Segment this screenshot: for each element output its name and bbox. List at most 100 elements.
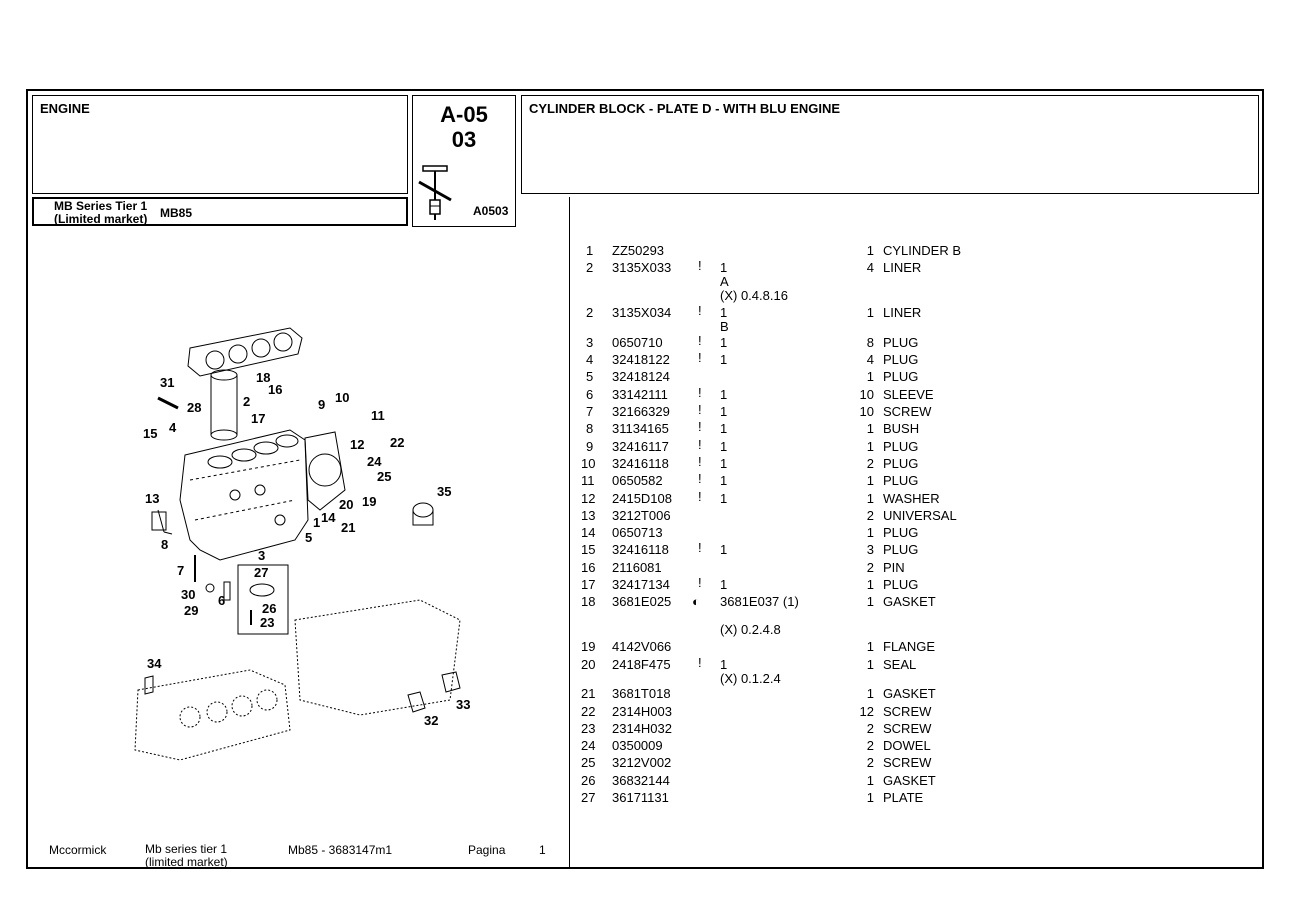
diagram-label: 27 [254, 565, 269, 580]
diagram-label: 33 [456, 697, 471, 712]
part-flag: ! [698, 419, 702, 434]
part-qty: 1 [866, 657, 874, 672]
part-flag: ! [698, 333, 702, 348]
diagram-label: 30 [181, 587, 196, 602]
part-code: 3681E025 [612, 594, 672, 609]
part-qty: 1 [866, 773, 874, 788]
part-note: 1 [720, 439, 728, 454]
code-box: A-05 03 A0503 [412, 95, 516, 227]
part-desc: PLUG [883, 577, 919, 592]
part-desc: FLANGE [883, 639, 936, 654]
part-desc: GASKET [883, 686, 936, 701]
part-code: 32418124 [612, 369, 670, 384]
part-code: 4142V066 [612, 639, 672, 654]
footer-page-number: 1 [539, 843, 546, 857]
exploded-engine-diagram [134, 327, 461, 761]
part-ref: 5 [586, 369, 594, 384]
part-qty: 12 [859, 704, 874, 719]
footer-page-label: Pagina [468, 843, 506, 857]
diagram-label: 2 [243, 394, 251, 409]
part-note: 3681E037 (1) [720, 594, 799, 609]
part-qty: 1 [866, 639, 874, 654]
diagram-label: 35 [437, 484, 452, 499]
part-code: 2314H032 [612, 721, 672, 736]
part-qty: 1 [866, 305, 874, 320]
diagram-label: 24 [367, 454, 382, 469]
part-flag: ! [698, 385, 702, 400]
series-line2: (Limited market) [54, 212, 148, 226]
replacement-icon: ◐ [692, 594, 700, 609]
part-ref: 27 [581, 790, 596, 805]
diagram-label: 3 [258, 548, 266, 563]
part-ref: 14 [581, 525, 596, 540]
part-qty: 4 [866, 352, 874, 367]
part-desc: GASKET [883, 773, 936, 788]
part-ref: 22 [581, 704, 596, 719]
part-code: 36171131 [612, 790, 669, 805]
part-desc: LINER [883, 305, 922, 320]
injector-icon [418, 165, 452, 220]
part-qty: 2 [866, 456, 874, 471]
diagram-label: 18 [256, 370, 271, 385]
part-qty: 1 [866, 439, 874, 454]
part-desc: SCREW [883, 721, 932, 736]
diagram-label: 1 [313, 515, 321, 530]
part-code: 0650710 [612, 335, 663, 350]
part-qty: 10 [859, 404, 874, 419]
part-flag: ! [698, 454, 702, 469]
part-qty: 1 [866, 473, 874, 488]
diagram-label: 17 [251, 411, 266, 426]
part-desc: PLUG [883, 473, 919, 488]
part-desc: SCREW [883, 704, 932, 719]
part-note2: B [720, 319, 729, 334]
part-ref: 18 [581, 594, 596, 609]
diagram-label: 11 [371, 408, 385, 423]
part-note2: (X) 0.2.4.8 [720, 622, 781, 637]
part-ref: 12 [581, 491, 596, 506]
footer-series-line2: (limited market) [145, 855, 228, 869]
part-desc: UNIVERSAL [883, 508, 957, 523]
part-note: 1 [720, 352, 728, 367]
part-ref: 9 [586, 439, 594, 454]
part-ref: 26 [581, 773, 596, 788]
part-ref: 23 [581, 721, 596, 736]
part-code: 2415D108 [612, 491, 672, 506]
part-desc: PLUG [883, 525, 919, 540]
part-desc: PLUG [883, 352, 919, 367]
code-line2: 03 [451, 127, 477, 152]
part-desc: BUSH [883, 421, 920, 436]
part-code: 3212T006 [612, 508, 671, 523]
part-ref: 2 [586, 305, 594, 320]
part-qty: 8 [866, 335, 874, 350]
diagram-label: 7 [177, 563, 185, 578]
part-note: 1 [720, 387, 728, 402]
footer-model-code: Mb85 - 3683147m1 [288, 843, 393, 857]
part-code: 32417134 [612, 577, 670, 592]
model-name: MB85 [160, 206, 193, 220]
part-note: 1 [720, 491, 728, 506]
part-code: 32166329 [612, 404, 670, 419]
part-qty: 1 [866, 369, 874, 384]
part-desc: PIN [883, 560, 905, 575]
part-code: 2116081 [612, 560, 662, 575]
part-qty: 1 [866, 525, 874, 540]
diagram-label: 12 [350, 437, 365, 452]
plate-title: CYLINDER BLOCK - PLATE D - WITH BLU ENGI… [529, 101, 841, 116]
part-ref: 7 [586, 404, 594, 419]
part-note: 1 [720, 473, 728, 488]
part-desc: SLEEVE [883, 387, 934, 402]
part-ref: 1 [586, 243, 594, 258]
part-ref: 6 [586, 387, 594, 402]
part-flag: ! [698, 437, 702, 452]
part-ref: 2 [586, 260, 594, 275]
diagram-label: 8 [161, 537, 169, 552]
part-qty: 2 [866, 508, 874, 523]
part-qty: 2 [866, 560, 874, 575]
part-desc: SEAL [883, 657, 917, 672]
part-qty: 1 [866, 243, 874, 258]
part-code: 2418F475 [612, 657, 671, 672]
part-ref: 21 [581, 686, 596, 701]
part-note: 1 [720, 404, 728, 419]
